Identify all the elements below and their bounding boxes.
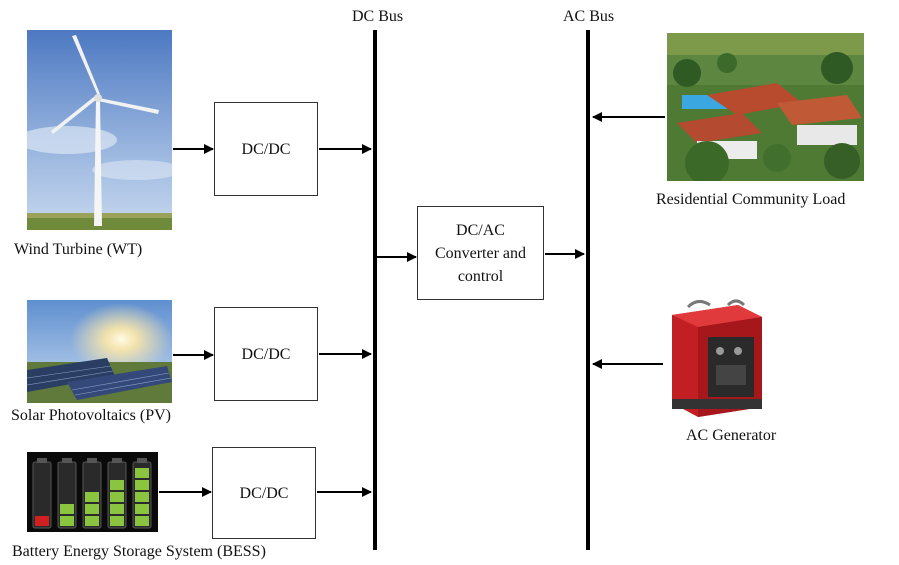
dcdc-converter-wind: DC/DC [214,102,318,196]
dcdc-converter-wind-label: DC/DC [241,140,291,158]
battery-image [27,452,158,532]
dcdc-converter-battery: DC/DC [212,447,316,539]
solar-pv-image [27,300,172,403]
dcdc-converter-battery-label: DC/DC [239,484,289,502]
wind-turbine-label: Wind Turbine (WT) [14,241,143,258]
dcac-converter: DC/AC Converter and control [417,206,544,300]
solar-pv-label: Solar Photovoltaics (PV) [11,407,171,424]
residential-load-label: Residential Community Load [656,191,846,208]
ac-generator-label: AC Generator [686,427,777,444]
wind-turbine-image [27,30,172,230]
dcac-converter-line1: DC/AC [456,221,505,239]
ac-bus-label: AC Bus [563,8,615,25]
dcdc-converter-solar-label: DC/DC [241,345,291,363]
battery-label: Battery Energy Storage System (BESS) [12,543,266,560]
dcac-converter-line3: control [457,267,504,285]
dcdc-converter-solar: DC/DC [214,307,318,401]
dc-bus-label: DC Bus [352,8,404,25]
dcac-converter-line2: Converter and [434,244,527,262]
residential-community-image [667,33,864,181]
ac-generator-image [668,295,765,420]
